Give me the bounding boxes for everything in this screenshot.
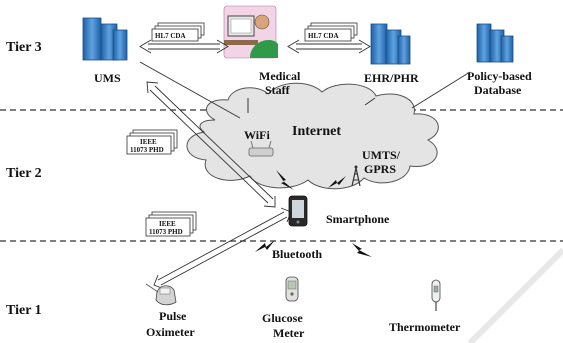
ums-to-internet-line: [139, 61, 241, 119]
tier2-label: Tier 2: [6, 166, 42, 181]
watermark-stroke: [467, 247, 563, 343]
medical-staff-label-line2: Staff: [265, 83, 291, 97]
ums-medical-double-arrow: [139, 39, 229, 54]
hl7-cda-right-message-icon: [304, 22, 358, 42]
hl7-cda-left-label: HL7 CDA: [155, 32, 186, 40]
thermometer-label: Thermometer: [389, 320, 461, 334]
pulse-oximeter-icon: [145, 283, 177, 306]
glucose-meter-label-line2: Meter: [273, 326, 305, 340]
policy-db-label-line2: Database: [474, 83, 522, 97]
cellular-lightning-icon: [328, 176, 346, 188]
medical-staff-icon: [223, 5, 278, 59]
bluetooth-label: Bluetooth: [272, 247, 322, 261]
smartphone-icon: [288, 195, 308, 227]
bluetooth-right-lightning-icon: [352, 243, 372, 257]
ieee-lower-message-icon: [145, 211, 197, 237]
umts-label-line1: UMTS/: [362, 148, 401, 162]
smartphone-label: Smartphone: [326, 212, 390, 226]
wifi-label: WiFi: [244, 128, 270, 142]
policy-db-label-line1: Policy-based: [467, 69, 532, 83]
internet-cloud: [186, 82, 439, 190]
glucose-meter-icon: [285, 276, 299, 302]
cell-tower-icon: [351, 165, 361, 187]
ehr-to-internet-line: [364, 97, 376, 106]
ums-label: UMS: [94, 71, 121, 85]
umts-label-line2: GPRS: [364, 162, 396, 176]
ieee-upper-label-line2: 11073 PHD: [130, 146, 164, 154]
ums-smartphone-double-arrow: [146, 81, 276, 208]
hl7-cda-left-message-icon: [151, 22, 205, 42]
tier3-label: Tier 3: [6, 40, 42, 55]
bluetooth-left-lightning-icon: [255, 240, 275, 252]
pulse-oximeter-label-line1: Pulse: [159, 309, 187, 323]
medical-ehr-double-arrow: [287, 39, 371, 54]
ehr-server-icon: [370, 23, 411, 65]
policy-db-server-icon: [476, 23, 514, 63]
internet-label: Internet: [292, 124, 341, 139]
ieee-lower-label-line2: 11073 PHD: [149, 228, 183, 236]
ieee-upper-message-icon: [126, 129, 178, 155]
hl7-cda-right-label: HL7 CDA: [308, 32, 339, 40]
ieee-lower-label-line1: IEEE: [159, 220, 176, 228]
policy-db-to-internet-line: [411, 71, 471, 109]
tier1-label: Tier 1: [6, 303, 42, 318]
wifi-router-icon: [248, 140, 274, 157]
glucose-meter-label-line1: Glucose: [262, 311, 303, 325]
ums-server-icon: [82, 17, 128, 61]
thermometer-icon: [431, 279, 441, 311]
pulse-oximeter-label-line2: Oximeter: [146, 325, 195, 339]
ehr-phr-label: EHR/PHR: [364, 71, 419, 85]
wifi-lightning-icon: [276, 170, 294, 190]
ieee-upper-label-line1: IEEE: [140, 138, 157, 146]
medical-staff-label-line1: Medical: [259, 69, 301, 83]
